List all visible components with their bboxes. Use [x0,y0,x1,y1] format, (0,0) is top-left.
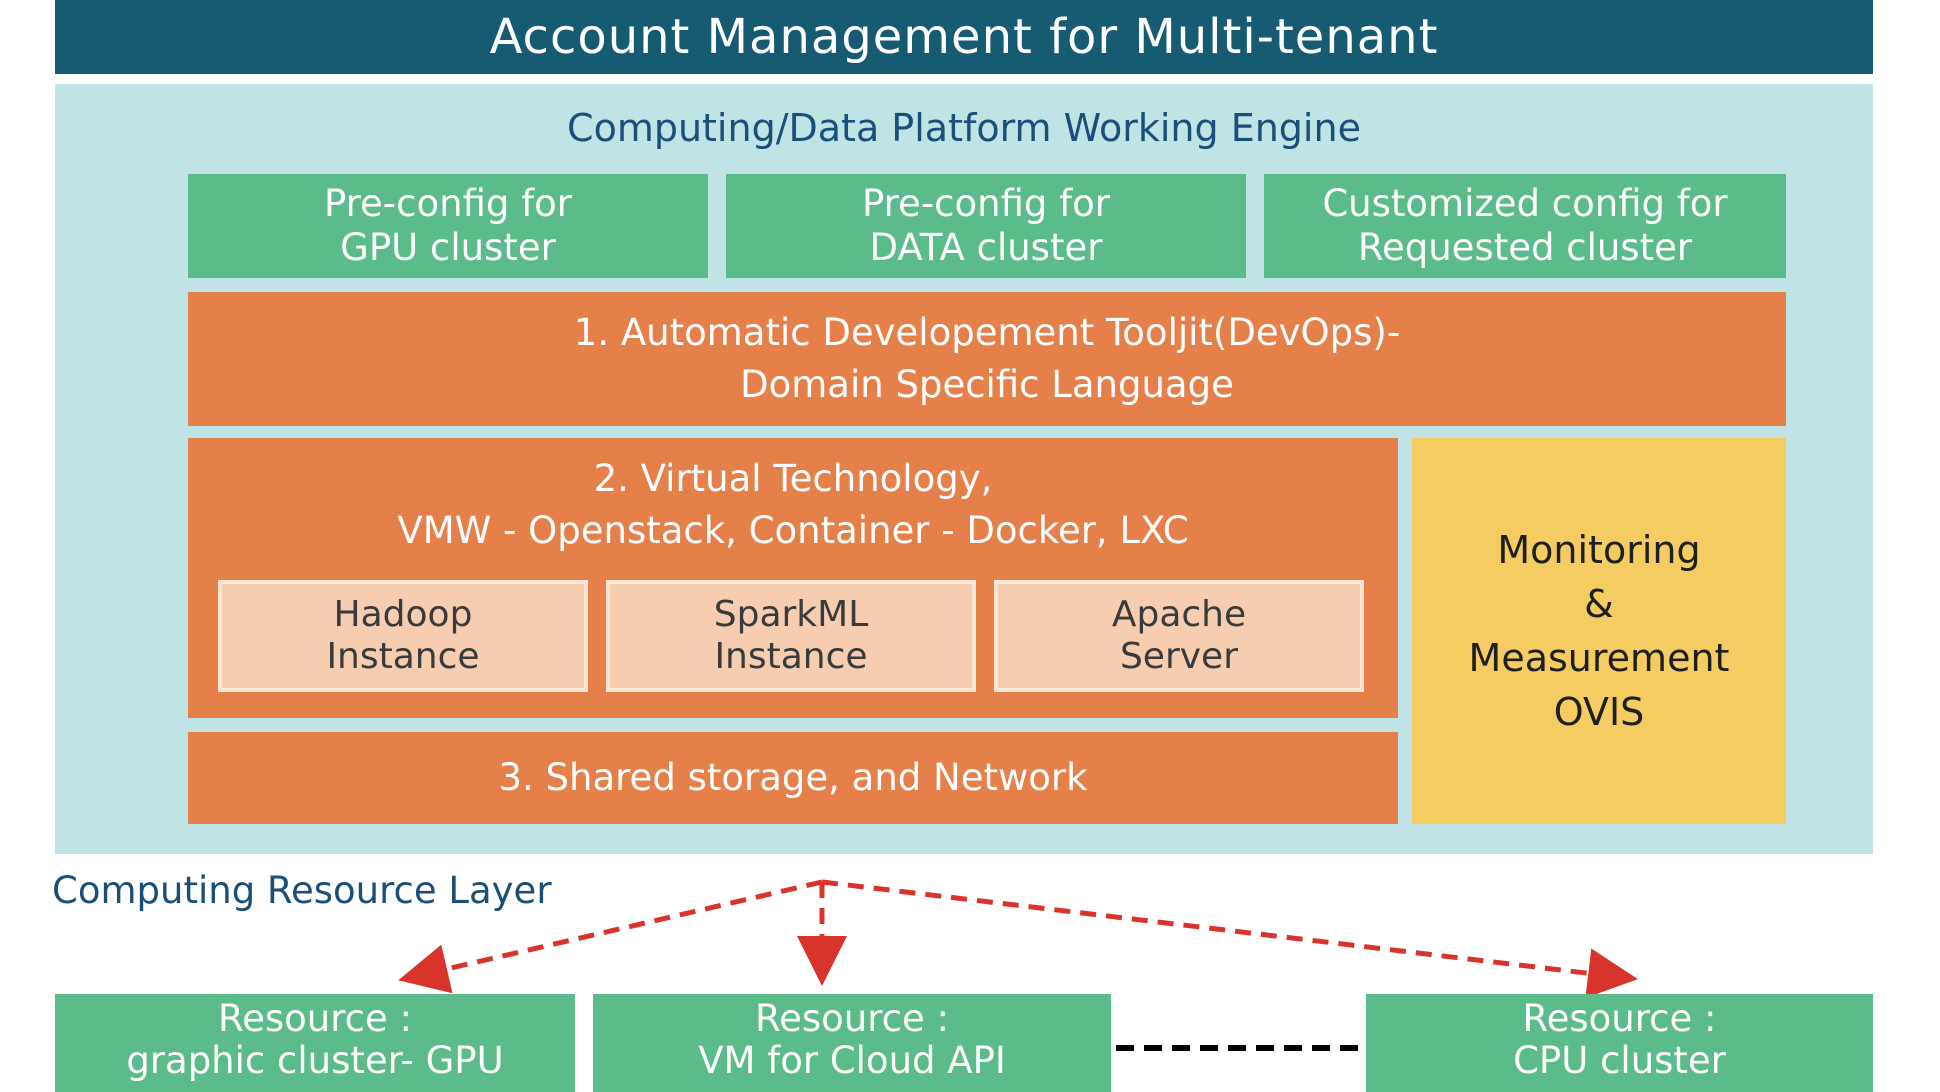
shared-storage-label: 3. Shared storage, and Network [498,756,1088,799]
sparkml-instance-box: SparkML Instance [606,580,976,692]
virtual-technology-layer: 2. Virtual Technology, VMW - Openstack, … [188,438,1398,718]
resource-cpu-line1: Resource : [1522,997,1717,1040]
custom-config-line2: Requested cluster [1357,226,1693,269]
gpu-preconfig-line1: Pre-config for [323,182,573,225]
apache-line1: Apache [1111,594,1247,635]
resource-vm-box: Resource : VM for Cloud API [593,994,1111,1092]
virtual-technology-text: 2. Virtual Technology, VMW - Openstack, … [188,450,1398,560]
custom-config-line1: Customized config for [1322,182,1728,225]
diagram-title-bar: Account Management for Multi-tenant [55,0,1873,74]
virtual-line1: 2. Virtual Technology, [593,457,993,500]
hadoop-line2: Instance [326,636,480,677]
devops-layer: 1. Automatic Developement Tooljit(DevOps… [188,292,1786,426]
data-preconfig-line1: Pre-config for [861,182,1111,225]
resource-gpu-line2: graphic cluster- GPU [126,1039,504,1082]
monitoring-line4: OVIS [1553,690,1645,734]
resource-gpu-box: Resource : graphic cluster- GPU [55,994,575,1092]
data-preconfig-box: Pre-config for DATA cluster [726,174,1246,278]
shared-storage-layer: 3. Shared storage, and Network [188,732,1398,824]
custom-config-box: Customized config for Requested cluster [1264,174,1786,278]
resource-gpu-line1: Resource : [218,997,412,1040]
engine-title: Computing/Data Platform Working Engine [567,106,1361,150]
gpu-preconfig-line2: GPU cluster [340,226,556,269]
arrow-to-gpu [398,879,823,994]
monitoring-line3: Measurement [1468,636,1730,680]
apache-server-box: Apache Server [994,580,1364,692]
sparkml-line2: Instance [714,636,868,677]
devops-line1: 1. Automatic Developement Tooljit(DevOps… [573,311,1401,354]
resource-layer-label: Computing Resource Layer [52,868,552,912]
sparkml-line1: SparkML [713,594,869,635]
resource-vm-line1: Resource : [755,997,949,1040]
resource-cpu-box: Resource : CPU cluster [1366,994,1873,1092]
diagram-title: Account Management for Multi-tenant [489,9,1439,65]
monitoring-line2: & [1584,582,1614,626]
gpu-preconfig-box: Pre-config for GPU cluster [188,174,708,278]
apache-line2: Server [1119,636,1239,677]
devops-line2: Domain Specific Language [740,363,1234,406]
virtual-line2: VMW - Openstack, Container - Docker, LXC [397,509,1189,552]
hadoop-line1: Hadoop [333,594,473,635]
data-preconfig-line2: DATA cluster [869,226,1103,269]
monitoring-box: Monitoring & Measurement OVIS [1412,438,1786,824]
resource-vm-line2: VM for Cloud API [698,1039,1006,1082]
monitoring-line1: Monitoring [1497,528,1701,572]
resource-cpu-line2: CPU cluster [1513,1039,1726,1082]
arrow-to-cpu [821,879,1638,999]
hadoop-instance-box: Hadoop Instance [218,580,588,692]
